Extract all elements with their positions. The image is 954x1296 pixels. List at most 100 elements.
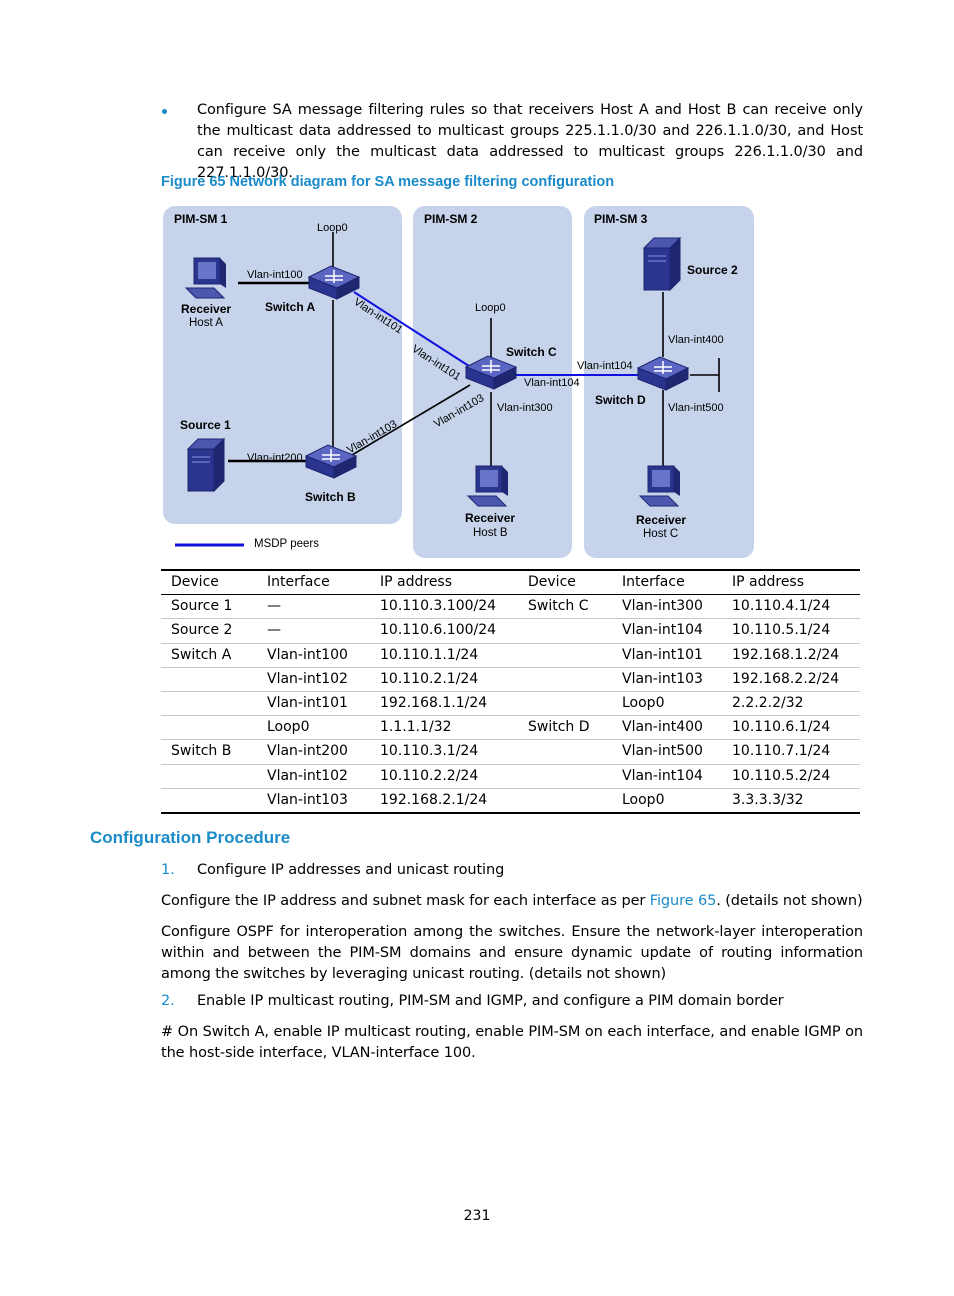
switch-d-icon (636, 356, 690, 391)
label-vlan100: Vlan-int100 (247, 269, 303, 281)
page-number: 231 (463, 1208, 491, 1224)
cell: Vlan-int102 (267, 767, 348, 784)
table-row: Loop0 1.1.1.1/32 Switch D Vlan-int400 10… (161, 716, 860, 740)
cell: 10.110.5.1/24 (732, 622, 831, 639)
header-device: Device (528, 574, 576, 591)
para-1-after: . (details not shown) (716, 893, 863, 909)
cell (518, 667, 612, 691)
bullet-dot (162, 109, 167, 114)
label-switch-a: Switch A (265, 300, 316, 314)
para-ospf: Configure OSPF for interoperation among … (161, 924, 863, 982)
cell (518, 619, 612, 643)
cell: 192.168.1.2/24 (732, 646, 840, 663)
cell: 10.110.6.100/24 (380, 622, 497, 639)
label-switch-b: Switch B (305, 490, 356, 504)
label-host-a: Host A (189, 317, 223, 329)
label-receiver-b: Receiver (465, 511, 516, 525)
cell: 192.168.2.1/24 (380, 791, 488, 808)
label-receiver-c: Receiver (636, 513, 687, 527)
table-row: Source 2 — 10.110.6.100/24 Vlan-int104 1… (161, 619, 860, 644)
cell: Vlan-int400 (622, 719, 703, 736)
label-source-1: Source 1 (180, 418, 231, 432)
label-switch-c: Switch C (506, 345, 557, 359)
label-vlan104-d: Vlan-int104 (577, 360, 633, 372)
cell: 10.110.3.100/24 (380, 598, 497, 615)
table-row: Vlan-int101 192.168.1.1/24 Loop0 2.2.2.2… (161, 691, 860, 716)
label-vlan200: Vlan-int200 (247, 452, 303, 464)
table-row: Source 1 — 10.110.3.100/24 Switch C Vlan… (161, 595, 860, 619)
cell: 10.110.2.2/24 (380, 767, 479, 784)
step-2-number: 2. (161, 993, 175, 1009)
para-figure-reference: Configure the IP address and subnet mask… (161, 891, 863, 912)
source-1-server-icon (186, 437, 226, 493)
cell: Loop0 (267, 719, 310, 736)
cell: Vlan-int101 (622, 646, 703, 663)
link-switch-b-switch-c (351, 384, 471, 456)
cell: Vlan-int102 (267, 670, 348, 687)
domain-title-1: PIM-SM 1 (174, 212, 228, 226)
cell: Vlan-int500 (622, 743, 703, 760)
cell: 10.110.7.1/24 (732, 743, 831, 760)
domain-title-2: PIM-SM 2 (424, 212, 478, 226)
cell: 10.110.4.1/24 (732, 598, 831, 615)
header-interface: Interface (267, 574, 330, 591)
table-row: Vlan-int103 192.168.2.1/24 Loop0 3.3.3.3… (161, 788, 860, 813)
cell: Vlan-int103 (267, 791, 348, 808)
cell (161, 716, 257, 740)
table-row: Switch A Vlan-int100 10.110.1.1/24 Vlan-… (161, 643, 860, 668)
label-switch-d: Switch D (595, 393, 646, 407)
host-c-pc-icon (638, 465, 680, 507)
label-host-b: Host B (473, 527, 508, 539)
cell: Vlan-int104 (622, 767, 703, 784)
legend-msdp-peers: MSDP peers (254, 538, 319, 550)
cell: Vlan-int104 (622, 622, 703, 639)
label-source-2: Source 2 (687, 263, 738, 277)
cell (518, 764, 612, 788)
cell: 192.168.2.2/24 (732, 670, 840, 687)
label-vlan300: Vlan-int300 (497, 402, 553, 414)
label-loop0-c: Loop0 (475, 302, 506, 314)
source-2-server-icon (642, 236, 682, 292)
cell: Source 2 (171, 622, 233, 639)
table-row: Vlan-int102 10.110.2.2/24 Vlan-int104 10… (161, 764, 860, 789)
cell: Vlan-int101 (267, 695, 348, 712)
header-ip-address: IP address (732, 574, 805, 591)
para-switch-a: # On Switch A, enable IP multicast routi… (161, 1024, 863, 1061)
cell: 192.168.1.1/24 (380, 695, 488, 712)
step-1-number: 1. (161, 862, 175, 878)
cell: 10.110.6.1/24 (732, 719, 831, 736)
cell: — (267, 598, 281, 615)
step-1-text: Configure IP addresses and unicast routi… (197, 862, 505, 878)
diagram-links (175, 232, 720, 547)
ip-address-table: Device Interface IP address Device Inter… (161, 569, 860, 814)
cell (518, 643, 612, 667)
table-header-row: Device Interface IP address Device Inter… (161, 570, 860, 595)
msdp-link-a-c (353, 291, 473, 369)
domain-title-3: PIM-SM 3 (594, 212, 648, 226)
cell: 3.3.3.3/32 (732, 791, 804, 808)
cell: Switch A (171, 646, 232, 663)
label-vlan400: Vlan-int400 (668, 334, 724, 346)
step-2-text: Enable IP multicast routing, PIM-SM and … (197, 993, 784, 1009)
header-device: Device (171, 574, 219, 591)
cell: — (267, 622, 281, 639)
section-title: Configuration Procedure (90, 828, 291, 847)
cell (518, 740, 612, 764)
bullet-text: Configure SA message filtering rules so … (197, 102, 863, 181)
header-interface: Interface (622, 574, 685, 591)
figure-caption: Figure 65 Network diagram for SA message… (161, 174, 615, 190)
cell: 10.110.1.1/24 (380, 646, 479, 663)
label-loop0-a: Loop0 (317, 222, 348, 234)
cell: 10.110.5.2/24 (732, 767, 831, 784)
label-receiver-a: Receiver (181, 302, 232, 316)
cell (518, 691, 612, 715)
cell: Vlan-int200 (267, 743, 348, 760)
cell: Switch C (528, 598, 589, 615)
cell (161, 667, 257, 691)
host-b-pc-icon (466, 465, 508, 507)
label-vlan500: Vlan-int500 (668, 402, 724, 414)
label-vlan104-c: Vlan-int104 (524, 377, 580, 389)
figure-65-link[interactable]: Figure 65 (649, 893, 717, 909)
cell (161, 788, 257, 813)
table-row: Vlan-int102 10.110.2.1/24 Vlan-int103 19… (161, 667, 860, 692)
